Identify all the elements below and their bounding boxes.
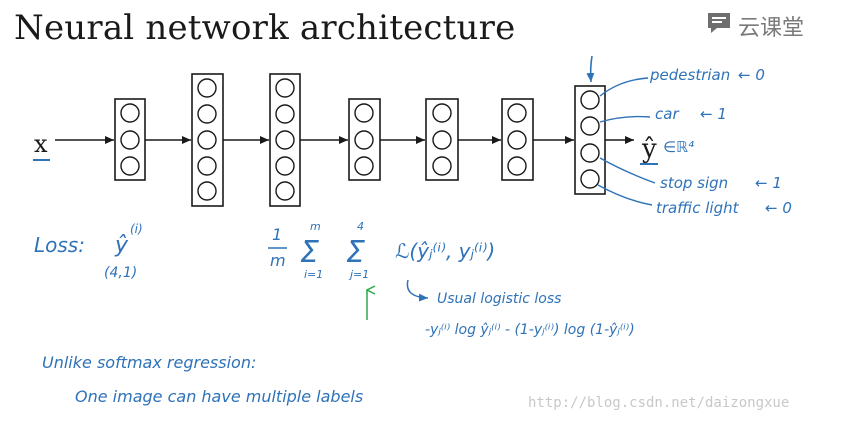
neuron — [432, 156, 452, 176]
neuron — [507, 130, 527, 150]
fraction-numerator: 1 — [272, 225, 282, 244]
output-pointer-arrow — [586, 55, 595, 83]
layer-box — [269, 73, 301, 207]
outer-sum-lower: i=1 — [304, 268, 323, 281]
layer-6 — [501, 98, 534, 181]
annotation-line — [599, 77, 649, 97]
annotation-line — [597, 184, 653, 206]
annotation-line — [599, 115, 651, 123]
inner-sum-symbol: Σ — [346, 235, 365, 270]
logistic-loss-formula: -yⱼ⁽ⁱ⁾ log ŷⱼ⁽ⁱ⁾ - (1-yⱼ⁽ⁱ⁾) log (1-ŷⱼ⁽ⁱ… — [425, 322, 635, 338]
output-layer — [574, 85, 606, 195]
output-class-value: ← 1 — [700, 105, 727, 123]
neuron — [354, 103, 374, 123]
neuron — [580, 143, 600, 163]
neuron — [354, 130, 374, 150]
neuron — [275, 104, 295, 124]
loss-shape: (4,1) — [104, 265, 137, 281]
output-class-value: ← 1 — [755, 174, 782, 192]
layer-box — [574, 85, 606, 195]
neuron — [275, 130, 295, 150]
annotation-line — [599, 157, 656, 184]
loss-summand: ℒ(ŷⱼ⁽ⁱ⁾, yⱼ⁽ⁱ⁾) — [395, 239, 495, 263]
inner-sum-lower: j=1 — [348, 268, 369, 281]
loss-yhat: ŷ — [114, 233, 129, 258]
neuron — [275, 181, 295, 201]
neuron — [275, 156, 295, 176]
neuron — [354, 156, 374, 176]
outer-sum-upper: m — [310, 220, 321, 233]
neuron — [120, 156, 140, 176]
neuron — [197, 104, 217, 124]
output-dimension: ∈ℝ⁴ — [663, 138, 694, 156]
output-class-label: car — [655, 105, 679, 123]
loss-yhat-superscript: (i) — [130, 222, 143, 236]
neuron — [197, 130, 217, 150]
neuron — [120, 130, 140, 150]
neuron — [580, 169, 600, 189]
layer-box — [501, 98, 534, 181]
input-label: x — [34, 130, 48, 158]
output-class-label: pedestrian — [649, 66, 730, 84]
neuron — [432, 103, 452, 123]
loss-label: Loss: — [34, 233, 85, 257]
chat-bubble-icon — [708, 13, 730, 33]
loss-note: Usual logistic loss — [437, 291, 561, 307]
neuron — [432, 130, 452, 150]
neuron — [275, 78, 295, 98]
neuron — [197, 156, 217, 176]
layer-4 — [348, 98, 381, 181]
layer-1 — [114, 98, 146, 181]
inner-sum-upper: 4 — [357, 220, 364, 233]
layer-box — [114, 98, 146, 181]
output-class-label: traffic light — [656, 199, 740, 217]
watermark: http://blog.csdn.net/daizongxue — [528, 395, 790, 411]
fraction-denominator: m — [270, 251, 286, 270]
note-arrow — [406, 279, 429, 302]
neuron — [580, 90, 600, 110]
neuron — [120, 103, 140, 123]
note-line-2: One image can have multiple labels — [75, 387, 363, 406]
output-class-label: stop sign — [660, 174, 728, 192]
layer-box — [348, 98, 381, 181]
outer-sum-symbol: Σ — [300, 235, 319, 270]
layer-5 — [425, 98, 459, 181]
logo-text: 云课堂 — [738, 16, 805, 41]
neuron — [197, 181, 217, 201]
output-label: ŷ — [641, 134, 657, 164]
layer-box — [191, 73, 224, 207]
neuron — [507, 103, 527, 123]
slide-title: Neural network architecture — [14, 8, 516, 48]
output-class-value: ← 0 — [738, 66, 765, 84]
logo: 云课堂 — [706, 8, 836, 42]
layer-3 — [269, 73, 301, 207]
neuron — [197, 78, 217, 98]
layer-box — [425, 98, 459, 181]
neuron — [507, 156, 527, 176]
neuron — [580, 116, 600, 136]
layer-2 — [191, 73, 224, 207]
note-line-1: Unlike softmax regression: — [42, 353, 256, 372]
output-class-value: ← 0 — [765, 199, 792, 217]
